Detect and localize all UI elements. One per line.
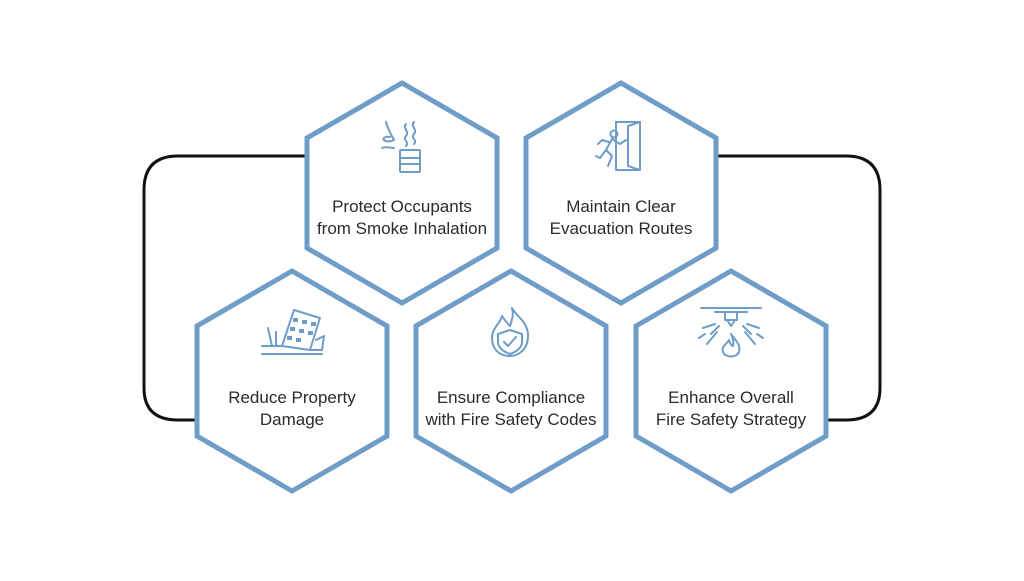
hexagon-protect-occupants bbox=[304, 80, 500, 306]
label-line: Enhance Overall bbox=[668, 388, 794, 407]
label-maintain-routes: Maintain Clear Evacuation Routes bbox=[521, 196, 721, 240]
fire-shield-check-icon bbox=[491, 307, 529, 357]
connector-left bbox=[142, 154, 312, 422]
hexagon-reduce-damage bbox=[194, 268, 390, 494]
label-line: Protect Occupants bbox=[332, 197, 472, 216]
label-line: Ensure Compliance bbox=[436, 388, 586, 407]
label-line: Evacuation Routes bbox=[549, 219, 693, 238]
label-line: from Smoke Inhalation bbox=[316, 219, 488, 238]
connector-right bbox=[712, 154, 882, 422]
label-reduce-damage: Reduce Property Damage bbox=[192, 387, 392, 431]
hexagon-maintain-routes bbox=[523, 80, 719, 306]
smoke-inhalation-icon bbox=[381, 121, 421, 173]
label-line: Fire Safety Strategy bbox=[655, 410, 807, 429]
label-line: with Fire Safety Codes bbox=[425, 410, 597, 429]
label-line: Maintain Clear bbox=[566, 197, 676, 216]
label-line: Damage bbox=[259, 410, 325, 429]
sprinkler-flame-icon bbox=[698, 307, 764, 358]
label-ensure-compliance: Ensure Compliance with Fire Safety Codes bbox=[411, 387, 611, 431]
hexagon-enhance-strategy bbox=[633, 268, 829, 494]
label-line: Reduce Property bbox=[228, 388, 356, 407]
damaged-building-icon bbox=[261, 309, 325, 355]
label-protect-occupants: Protect Occupants from Smoke Inhalation bbox=[302, 196, 502, 240]
hexagon-ensure-compliance bbox=[413, 268, 609, 494]
emergency-exit-icon bbox=[595, 121, 641, 171]
label-enhance-strategy: Enhance Overall Fire Safety Strategy bbox=[631, 387, 831, 431]
